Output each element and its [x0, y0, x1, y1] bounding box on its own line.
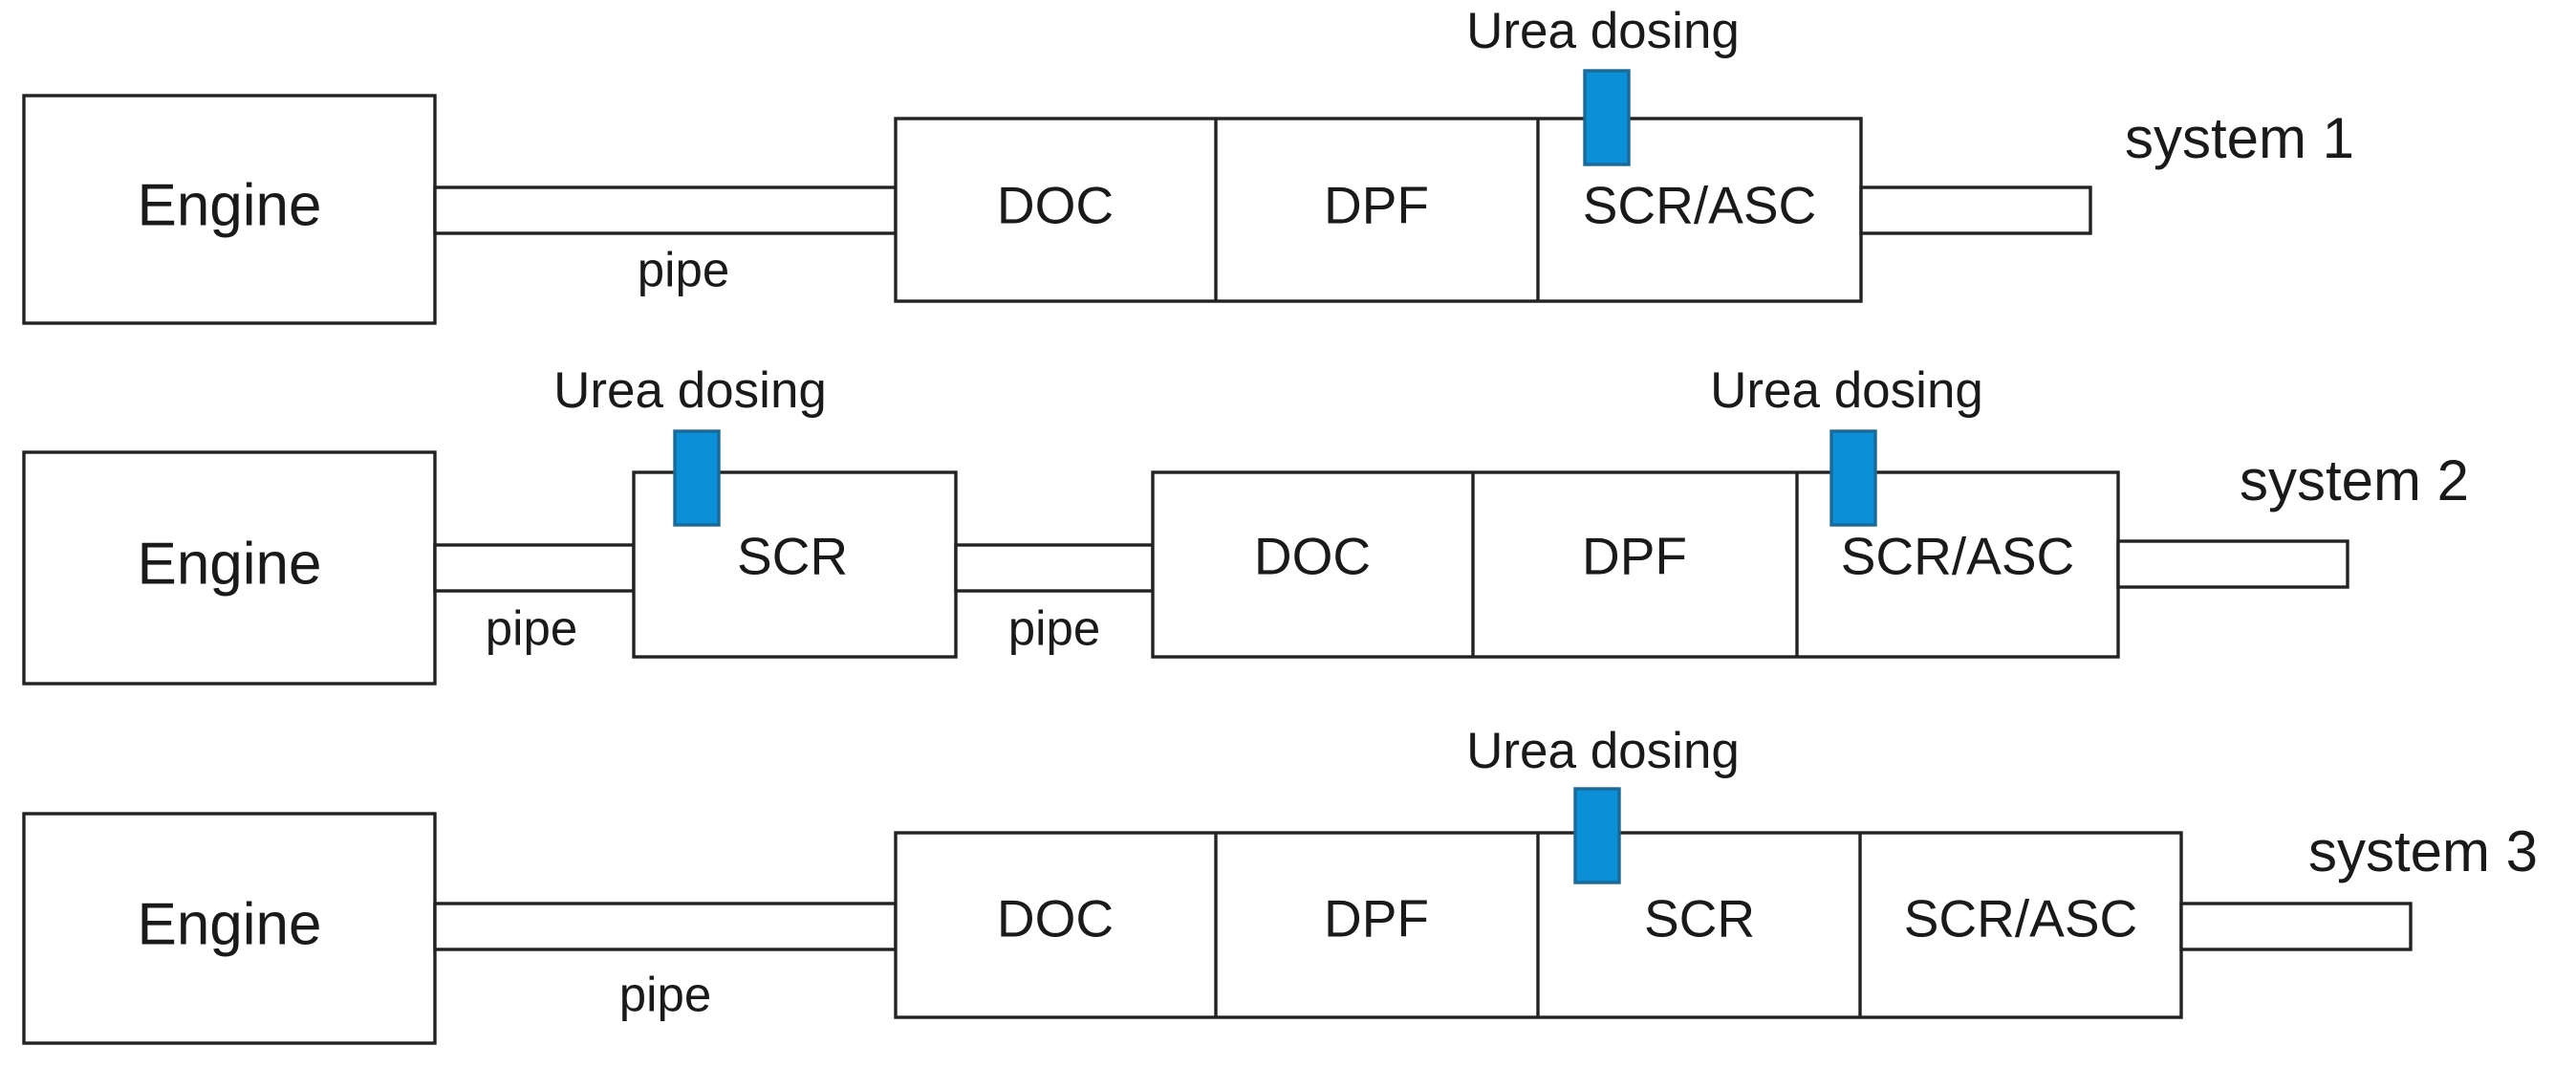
dpf-stage-label: DPF [1324, 889, 1429, 948]
engine-box [22, 94, 437, 325]
system-label: system 2 [2240, 448, 2469, 512]
tailpipe [2116, 539, 2349, 589]
pipe-label: pipe [486, 600, 577, 655]
urea-doser [1573, 787, 1621, 884]
scr-stage-label: SCR [1644, 889, 1755, 948]
scr-asc-stage-label: SCR/ASC [1841, 527, 2075, 586]
system-2: Engine pipe SCR pipe DOC DPF SCR/ASC Ure… [22, 362, 2469, 686]
exhaust-pipe [433, 902, 898, 951]
system-label: system 1 [2125, 106, 2354, 170]
tailpipe [1859, 185, 2092, 235]
engine-label: Engine [137, 172, 321, 238]
pipe-label: pipe [638, 242, 729, 296]
urea-dosing-label: Urea dosing [1466, 3, 1740, 59]
scr-asc-stage-label: SCR/ASC [1904, 889, 2138, 948]
catalyst-housing [894, 117, 1863, 303]
urea-doser [1829, 429, 1877, 527]
pipe-label: pipe [1008, 600, 1100, 655]
system-label: system 3 [2308, 819, 2538, 883]
urea-doser [673, 429, 721, 527]
urea-dosing-label: Urea dosing [1466, 723, 1740, 779]
engine-box [22, 450, 437, 686]
system-3: Engine pipe DOC DPF SCR SCR/ASC Urea dos… [22, 723, 2538, 1045]
exhaust-pipe [433, 543, 636, 593]
system-1: Engine pipe DOC DPF SCR/ASC Urea dosing … [22, 3, 2354, 325]
exhaust-pipe [954, 543, 1155, 593]
urea-dosing-label: Urea dosing [1710, 362, 1983, 419]
exhaust-pipe [433, 185, 898, 235]
front-scr-label: SCR [737, 527, 848, 586]
dpf-stage-label: DPF [1582, 527, 1687, 586]
scr-asc-stage-label: SCR/ASC [1583, 176, 1817, 235]
engine-label: Engine [137, 531, 321, 597]
urea-dosing-label: Urea dosing [553, 362, 827, 419]
engine-label: Engine [137, 891, 321, 957]
doc-stage-label: DOC [997, 889, 1114, 948]
pipe-label: pipe [619, 967, 711, 1021]
doc-stage-label: DOC [1254, 527, 1371, 586]
dpf-stage-label: DPF [1324, 176, 1429, 235]
urea-doser [1583, 69, 1631, 166]
engine-box [22, 812, 437, 1045]
doc-stage-label: DOC [997, 176, 1114, 235]
tailpipe [2179, 902, 2413, 951]
